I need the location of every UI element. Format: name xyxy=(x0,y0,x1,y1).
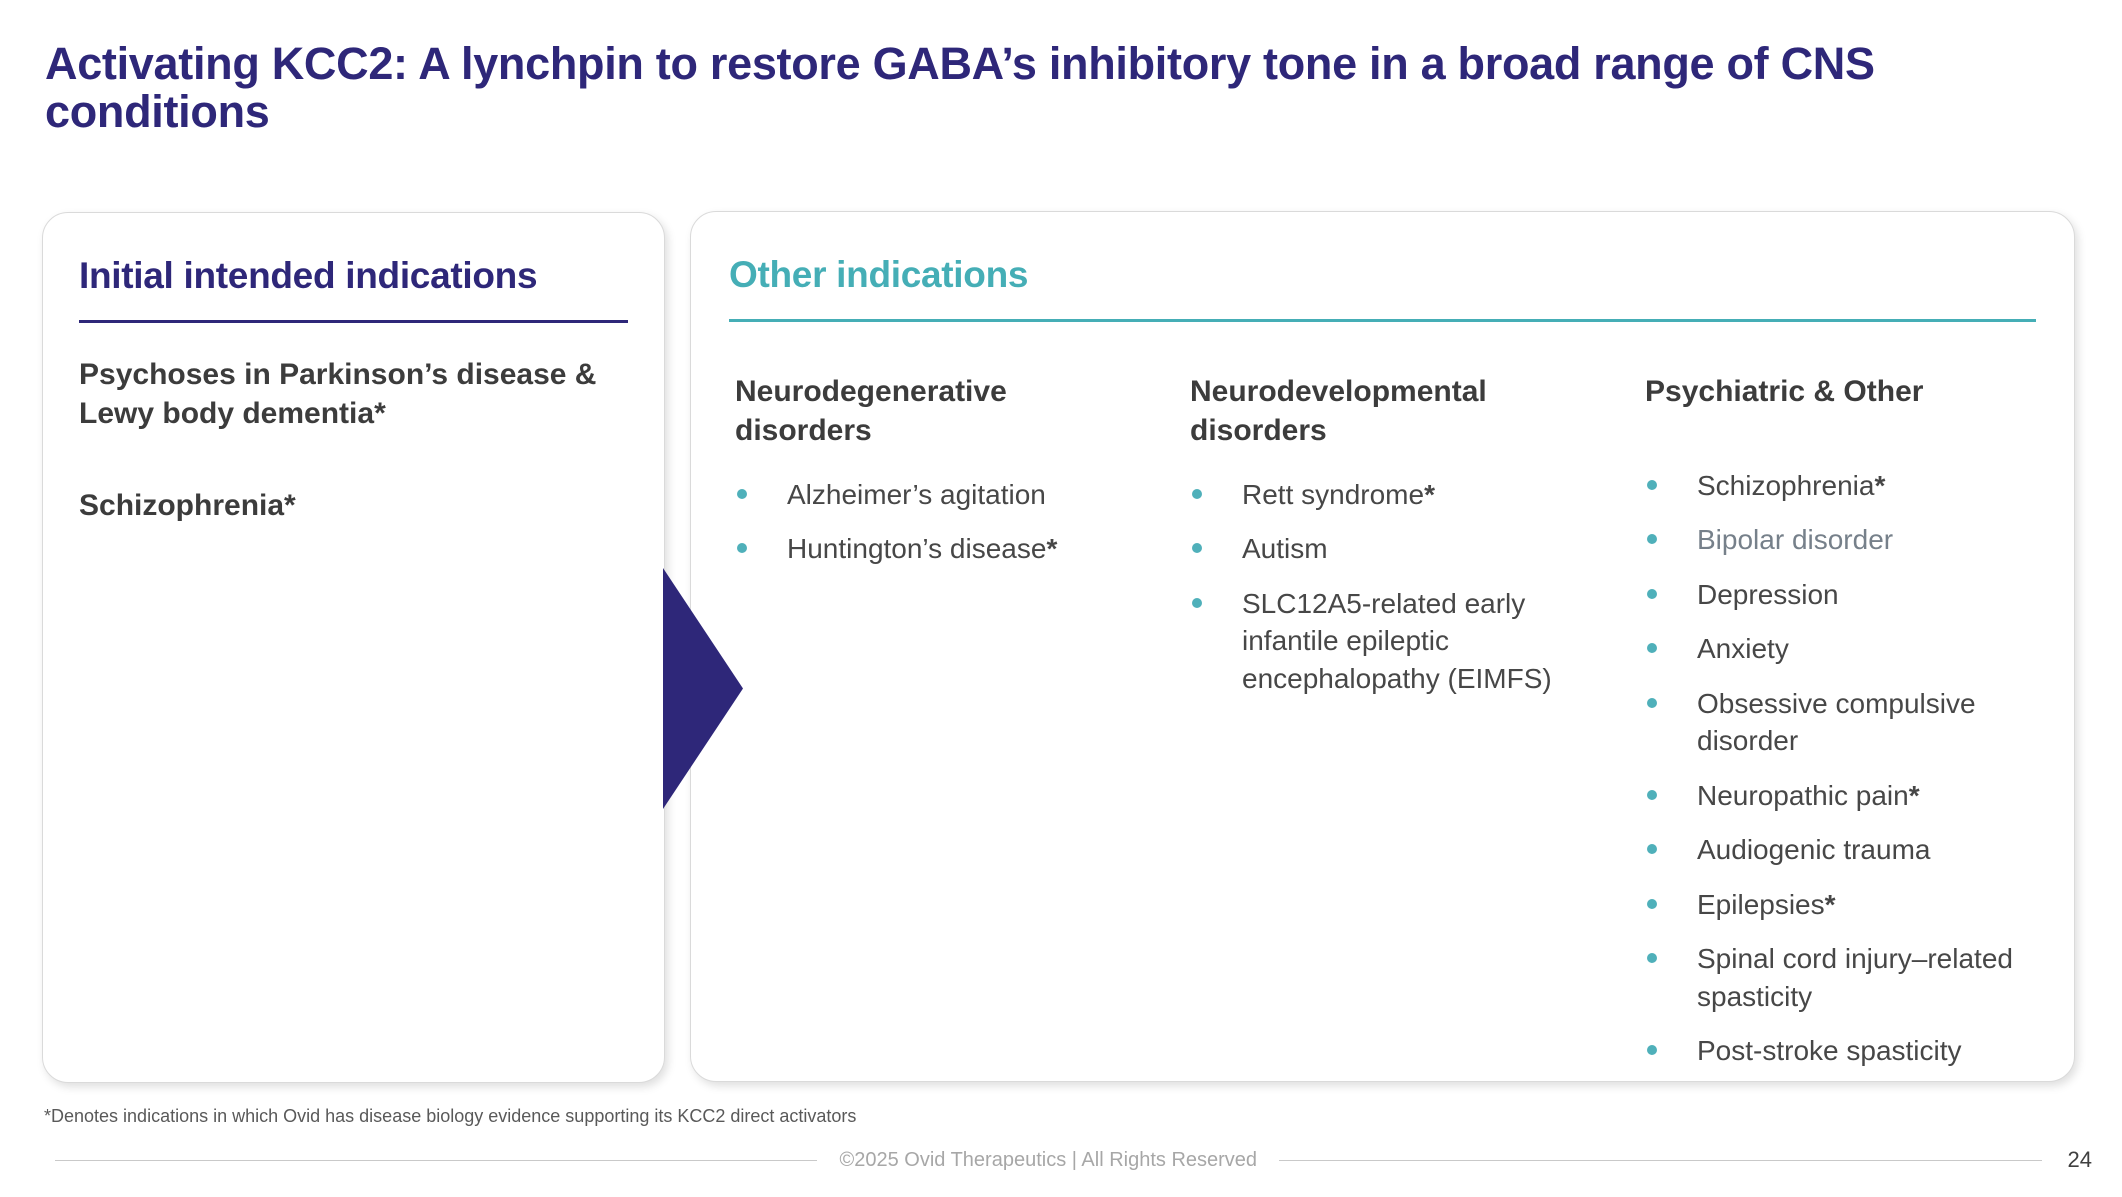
indication-item: Post-stroke spasticity xyxy=(1645,1032,2054,1070)
indication-item: Neuropathic pain* xyxy=(1645,777,2054,815)
asterisk-marker: * xyxy=(1046,533,1058,565)
footer: ©2025 Ovid Therapeutics | All Rights Res… xyxy=(55,1147,2092,1173)
indication-column-heading: Neurodegenerative disorders xyxy=(735,374,1007,447)
page-number: 24 xyxy=(2067,1147,2093,1172)
indication-item-label: Huntington’s disease* xyxy=(787,533,1058,565)
indication-item: Anxiety xyxy=(1645,630,2054,668)
indication-item-label: Schizophrenia* xyxy=(1697,469,1886,501)
indication-item-label: Autism xyxy=(1242,533,1328,565)
indication-item-label: Obsessive compulsive disorder xyxy=(1697,687,1976,757)
asterisk-marker: * xyxy=(1424,478,1435,510)
bullet-icon xyxy=(1647,534,1657,545)
bullet-icon xyxy=(1647,479,1657,490)
indication-item: SLC12A5-related early infantile epilepti… xyxy=(1190,585,1599,698)
indication-item: Audiogenic trauma xyxy=(1645,831,2054,869)
purple-divider xyxy=(79,319,628,323)
asterisk-marker: * xyxy=(1824,888,1836,920)
asterisk-marker: * xyxy=(1874,469,1886,501)
indication-item-label: Spinal cord injury–related spasticity xyxy=(1697,943,2013,1012)
bullet-icon xyxy=(1647,953,1657,964)
bullet-icon xyxy=(1192,543,1202,554)
indication-item-label: Alzheimer’s agitation xyxy=(787,478,1046,510)
bullet-icon xyxy=(1647,844,1657,855)
bullet-icon xyxy=(1647,643,1657,654)
indication-item: Bipolar disorder xyxy=(1645,521,2054,559)
bullet-icon xyxy=(1647,789,1657,800)
indication-item-label: Rett syndrome* xyxy=(1242,478,1435,510)
asterisk-marker: * xyxy=(1908,779,1920,811)
initial-indications-list: Psychoses in Parkinson’s disease & Lewy … xyxy=(79,355,628,527)
bullet-icon xyxy=(737,543,747,554)
indication-item: Epilepsies* xyxy=(1645,886,2054,924)
initial-indications-heading: Initial intended indications xyxy=(79,255,538,296)
footnote: *Denotes indications in which Ovid has d… xyxy=(44,1106,857,1126)
indication-item-label: Anxiety xyxy=(1697,633,1789,665)
bullet-icon xyxy=(1647,1045,1657,1056)
bullet-icon xyxy=(737,488,747,499)
indication-column-heading: Neurodevelopmental disorders xyxy=(1190,374,1487,447)
indication-item: Schizophrenia* xyxy=(1645,467,2054,505)
indication-item: Spinal cord injury–related spasticity xyxy=(1645,940,2054,1015)
indication-item-label: Epilepsies* xyxy=(1697,888,1836,920)
indication-item: Autism xyxy=(1190,530,1599,568)
footer-line-right xyxy=(1279,1159,2042,1161)
indication-item-label: Depression xyxy=(1697,578,1839,610)
indication-item-label: Audiogenic trauma xyxy=(1697,834,1931,866)
indication-item: Alzheimer’s agitation xyxy=(735,476,1144,514)
indication-item: Huntington’s disease* xyxy=(735,530,1144,568)
initial-indications-panel: Initial intended indications Psychoses i… xyxy=(42,212,665,1083)
bullet-icon xyxy=(1192,597,1202,608)
indication-item-label: Post-stroke spasticity xyxy=(1697,1035,1962,1067)
indication-item: Rett syndrome* xyxy=(1190,476,1599,514)
indication-column-heading: Psychiatric & Other xyxy=(1645,374,1924,408)
footer-line-left xyxy=(55,1159,818,1161)
indication-item-label: Neuropathic pain* xyxy=(1697,779,1920,811)
bullet-icon xyxy=(1647,588,1657,599)
bullet-icon xyxy=(1647,697,1657,708)
indication-item: Obsessive compulsive disorder xyxy=(1645,685,2054,760)
footer-copyright: ©2025 Ovid Therapeutics | All Rights Res… xyxy=(839,1148,1258,1171)
slide-title: Activating KCC2: A lynchpin to restore G… xyxy=(45,38,1875,138)
bullet-icon xyxy=(1192,488,1202,499)
initial-indication-item: Schizophrenia* xyxy=(79,489,296,523)
indication-item-label: SLC12A5-related early infantile epilepti… xyxy=(1242,587,1552,694)
other-indications-heading: Other indications xyxy=(729,254,1029,295)
indication-item-label: Bipolar disorder xyxy=(1697,524,1894,556)
indication-item: Depression xyxy=(1645,576,2054,614)
other-indications-panel: Other indications Neurodegenerative diso… xyxy=(690,211,2075,1082)
bullet-icon xyxy=(1647,898,1657,909)
initial-indication-item: Psychoses in Parkinson’s disease & Lewy … xyxy=(79,357,597,431)
teal-divider xyxy=(729,318,2036,322)
